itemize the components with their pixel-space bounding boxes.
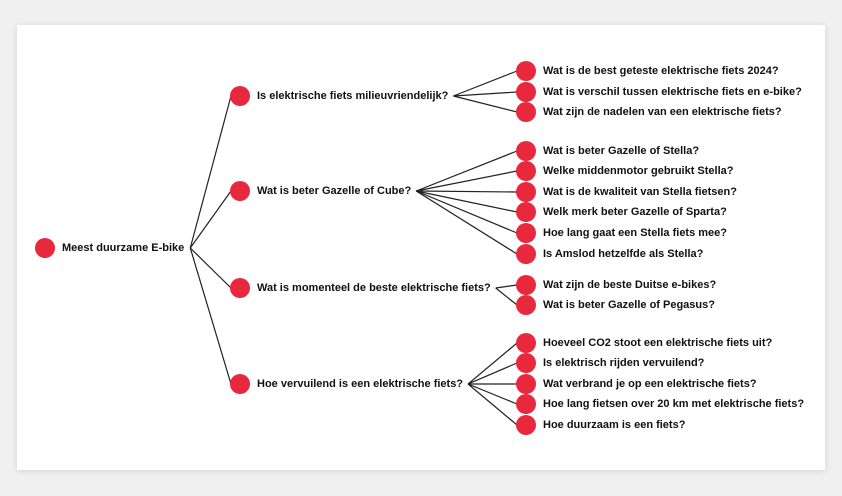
- branch-node: Hoe vervuilend is een elektrische fiets?: [230, 374, 463, 394]
- leaf-node: Wat is de best geteste elektrische fiets…: [516, 61, 779, 81]
- node-label: Wat is beter Gazelle of Cube?: [257, 185, 412, 197]
- node-label: Meest duurzame E-bike: [62, 242, 185, 254]
- branch-to-leaf-line: [495, 287, 518, 306]
- leaf-node: Hoe lang gaat een Stella fiets mee?: [516, 223, 727, 243]
- node-label: Hoe lang fietsen over 20 km met elektris…: [543, 398, 805, 410]
- branch-to-leaf-line: [416, 190, 518, 213]
- node-label: Wat is verschil tussen elektrische fiets…: [543, 86, 802, 98]
- node-dot: [35, 238, 55, 258]
- branch-to-leaf-line: [416, 190, 518, 193]
- node-label: Wat is beter Gazelle of Pegasus?: [543, 299, 715, 311]
- root-to-branch-line: [189, 247, 232, 385]
- node-label: Wat zijn de nadelen van een elektrische …: [543, 106, 782, 118]
- leaf-node: Wat is beter Gazelle of Pegasus?: [516, 295, 715, 315]
- branch-to-leaf-line: [495, 284, 518, 289]
- branch-to-leaf-line: [453, 95, 518, 113]
- root-to-branch-line: [189, 247, 232, 289]
- node-dot: [516, 202, 536, 222]
- leaf-node: Hoe lang fietsen over 20 km met elektris…: [516, 394, 804, 414]
- branch-to-leaf-line: [416, 170, 518, 192]
- node-label: Wat zijn de beste Duitse e-bikes?: [543, 279, 717, 291]
- node-dot: [230, 374, 250, 394]
- node-dot: [516, 141, 536, 161]
- node-label: Welke middenmotor gebruikt Stella?: [543, 165, 734, 177]
- leaf-node: Wat is de kwaliteit van Stella fietsen?: [516, 182, 737, 202]
- node-label: Wat is beter Gazelle of Stella?: [543, 145, 700, 157]
- branch-to-leaf-line: [415, 190, 518, 255]
- leaf-node: Wat verbrand je op een elektrische fiets…: [516, 374, 757, 394]
- node-dot: [516, 275, 536, 295]
- node-label: Hoe lang gaat een Stella fiets mee?: [543, 227, 728, 239]
- node-label: Hoe vervuilend is een elektrische fiets?: [257, 378, 464, 390]
- mindmap-card: [17, 25, 825, 470]
- node-label: Hoe duurzaam is een fiets?: [543, 419, 686, 431]
- node-label: Wat is momenteel de beste elektrische fi…: [257, 282, 491, 294]
- node-dot: [230, 86, 250, 106]
- node-dot: [516, 161, 536, 181]
- node-label: Wat is de best geteste elektrische fiets…: [543, 65, 779, 77]
- node-dot: [230, 181, 250, 201]
- node-dot: [516, 61, 536, 81]
- node-label: Is elektrische fiets milieuvriendelijk?: [257, 90, 449, 102]
- root-to-branch-line: [189, 95, 232, 249]
- leaf-node: Is elektrisch rijden vervuilend?: [516, 353, 704, 373]
- leaf-node: Welke middenmotor gebruikt Stella?: [516, 161, 734, 181]
- node-label: Is Amslod hetzelfde als Stella?: [543, 248, 704, 260]
- leaf-node: Hoe duurzaam is een fiets?: [516, 415, 685, 435]
- branch-to-leaf-line: [453, 91, 518, 97]
- leaf-node: Wat zijn de nadelen van een elektrische …: [516, 102, 782, 122]
- leaf-node: Welk merk beter Gazelle of Sparta?: [516, 202, 727, 222]
- node-dot: [230, 278, 250, 298]
- node-dot: [516, 333, 536, 353]
- branch-to-leaf-line: [416, 150, 518, 192]
- node-dot: [516, 182, 536, 202]
- branch-to-leaf-line: [467, 383, 518, 405]
- leaf-node: Wat is verschil tussen elektrische fiets…: [516, 82, 802, 102]
- node-label: Welk merk beter Gazelle of Sparta?: [543, 206, 727, 218]
- node-dot: [516, 295, 536, 315]
- branch-node: Wat is momenteel de beste elektrische fi…: [230, 278, 491, 298]
- node-label: Hoeveel CO2 stoot een elektrische fiets …: [543, 337, 773, 349]
- root-to-branch-line: [189, 190, 232, 249]
- node-dot: [516, 353, 536, 373]
- branch-to-leaf-line: [416, 190, 518, 234]
- leaf-node: Is Amslod hetzelfde als Stella?: [516, 244, 703, 264]
- node-dot: [516, 82, 536, 102]
- node-label: Is elektrisch rijden vervuilend?: [543, 357, 705, 369]
- node-label: Wat is de kwaliteit van Stella fietsen?: [543, 186, 737, 198]
- branch-node: Is elektrische fiets milieuvriendelijk?: [230, 86, 448, 106]
- leaf-node: Wat is beter Gazelle of Stella?: [516, 141, 699, 161]
- branch-to-leaf-line: [453, 70, 518, 97]
- node-dot: [516, 415, 536, 435]
- branch-to-leaf-line: [467, 383, 518, 426]
- leaf-node: Wat zijn de beste Duitse e-bikes?: [516, 275, 716, 295]
- branch-to-leaf-line: [467, 342, 518, 385]
- node-label: Wat verbrand je op een elektrische fiets…: [543, 378, 757, 390]
- node-dot: [516, 223, 536, 243]
- node-dot: [516, 374, 536, 394]
- branch-node: Wat is beter Gazelle of Cube?: [230, 181, 411, 201]
- node-dot: [516, 244, 536, 264]
- node-dot: [516, 102, 536, 122]
- node-dot: [516, 394, 536, 414]
- branch-to-leaf-line: [467, 362, 518, 385]
- root-node: Meest duurzame E-bike: [35, 238, 184, 258]
- leaf-node: Hoeveel CO2 stoot een elektrische fiets …: [516, 333, 772, 353]
